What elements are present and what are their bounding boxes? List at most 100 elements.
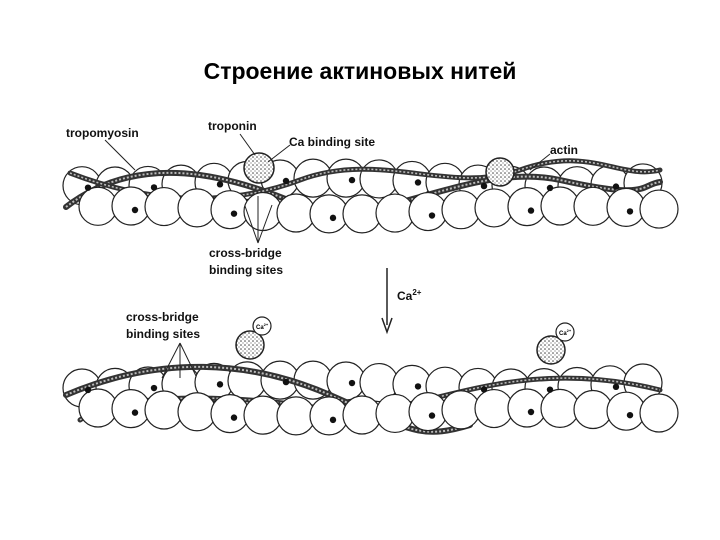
binding-site-dot xyxy=(480,386,488,393)
actin-monomer xyxy=(309,396,349,436)
label-ca-binding-site: Ca binding site xyxy=(289,135,375,149)
arrow-ca-label: Ca xyxy=(397,289,413,303)
binding-site-dot xyxy=(626,411,634,419)
ca-ion-1-label: Ca xyxy=(256,325,264,331)
calcium-arrow: Ca2+ xyxy=(381,268,422,335)
binding-site-dot xyxy=(131,206,139,214)
actin-monomer xyxy=(326,158,366,198)
actin-monomer xyxy=(276,193,316,233)
bottom-actin-front-row xyxy=(78,388,679,436)
binding-site-dot xyxy=(527,408,535,416)
binding-site-dot xyxy=(428,412,436,419)
label-cross-bridge-bottom-1: cross-bridge xyxy=(126,310,199,324)
binding-site-dot xyxy=(230,210,238,217)
actin-monomer xyxy=(210,190,250,230)
binding-site-dot xyxy=(414,179,422,186)
label-actin: actin xyxy=(550,143,578,157)
actin-monomer xyxy=(441,390,481,430)
binding-site-dot xyxy=(626,208,634,215)
troponin-complex-1 xyxy=(243,152,275,184)
actin-monomer xyxy=(276,396,316,436)
actin-monomer xyxy=(342,194,382,234)
actin-monomer xyxy=(606,391,646,431)
actin-monomer xyxy=(474,188,514,228)
binding-site-dot xyxy=(612,383,620,391)
binding-site-dot xyxy=(282,177,290,185)
binding-site-dot xyxy=(216,381,224,388)
binding-site-dot xyxy=(612,183,620,190)
actin-monomer xyxy=(375,393,415,434)
ca-ion-2-label: Ca xyxy=(559,331,567,337)
actin-monomer xyxy=(177,392,217,432)
actin-monomer xyxy=(359,159,399,199)
actin-monomer xyxy=(342,395,382,435)
binding-site-dot xyxy=(527,207,535,214)
binding-site-dot xyxy=(150,184,158,191)
ca-ion-1-charge: 2+ xyxy=(264,322,269,327)
actin-monomer xyxy=(309,194,349,234)
binding-site-dot xyxy=(348,176,356,184)
binding-site-dot xyxy=(348,379,356,387)
binding-site-dot xyxy=(216,181,224,188)
binding-site-dot xyxy=(414,383,422,390)
actin-monomer xyxy=(78,186,118,226)
label-tropomyosin: tropomyosin xyxy=(66,126,139,140)
actin-monomer xyxy=(441,190,481,230)
label-cross-bridge-bottom-2: binding sites xyxy=(126,327,200,341)
label-troponin: troponin xyxy=(208,119,257,133)
binding-site-dot xyxy=(282,378,290,386)
svg-text:Ca2+: Ca2+ xyxy=(397,288,422,303)
actin-monomer xyxy=(144,390,184,430)
binding-site-dot xyxy=(84,184,92,191)
binding-site-dot xyxy=(230,414,238,421)
calcium-ion-2 xyxy=(555,322,575,342)
calcium-ion-1 xyxy=(252,316,272,336)
actin-monomer xyxy=(507,388,547,428)
binding-site-dot xyxy=(329,416,337,424)
actin-monomer xyxy=(639,393,679,433)
actin-monomer xyxy=(111,186,151,226)
actin-monomer xyxy=(111,389,151,429)
actin-monomer xyxy=(243,395,283,435)
svg-text:Ca2+: Ca2+ xyxy=(256,322,269,331)
actin-monomer xyxy=(507,186,547,227)
actin-monomer xyxy=(210,394,250,434)
troponin-ca-bound-1 xyxy=(235,330,265,360)
binding-site-dot xyxy=(150,384,158,392)
actin-monomer xyxy=(243,191,283,232)
top-actin-front-row xyxy=(78,186,679,234)
ca-ion-2-charge: 2+ xyxy=(567,328,572,333)
binding-site-dot xyxy=(131,409,139,416)
binding-site-dot xyxy=(329,214,337,222)
actin-monomer xyxy=(573,186,613,226)
arrow-ca-charge: 2+ xyxy=(412,288,421,297)
binding-site-dot xyxy=(546,386,554,393)
actin-monomer xyxy=(375,193,415,233)
binding-site-dot xyxy=(546,184,554,192)
binding-site-dot xyxy=(480,182,488,190)
actin-monomer xyxy=(408,391,448,432)
bottom-binding-site-dots xyxy=(84,378,634,424)
slide-title: Строение актиновых нитей xyxy=(203,58,517,84)
actin-monomer xyxy=(639,189,679,229)
troponin-ca-bound-2 xyxy=(536,335,566,365)
actin-monomer xyxy=(78,388,118,428)
actin-monomer xyxy=(606,187,646,227)
top-binding-site-dots xyxy=(84,176,634,222)
actin-monomer xyxy=(474,388,514,429)
troponin-complex-2 xyxy=(485,157,515,187)
label-cross-bridge-top-2: binding sites xyxy=(209,263,283,277)
actin-monomer xyxy=(540,186,580,226)
bottom-actin-filament xyxy=(62,316,679,436)
top-actin-filament xyxy=(62,152,679,234)
actin-monomer xyxy=(144,186,184,227)
actin-monomer xyxy=(573,389,613,430)
svg-text:Ca2+: Ca2+ xyxy=(559,328,572,337)
actin-monomer xyxy=(540,388,580,428)
label-cross-bridge-top-1: cross-bridge xyxy=(209,246,282,260)
actin-monomer xyxy=(177,188,217,228)
actin-monomer xyxy=(408,191,448,232)
binding-site-dot xyxy=(428,212,436,219)
binding-site-dot xyxy=(84,386,92,394)
